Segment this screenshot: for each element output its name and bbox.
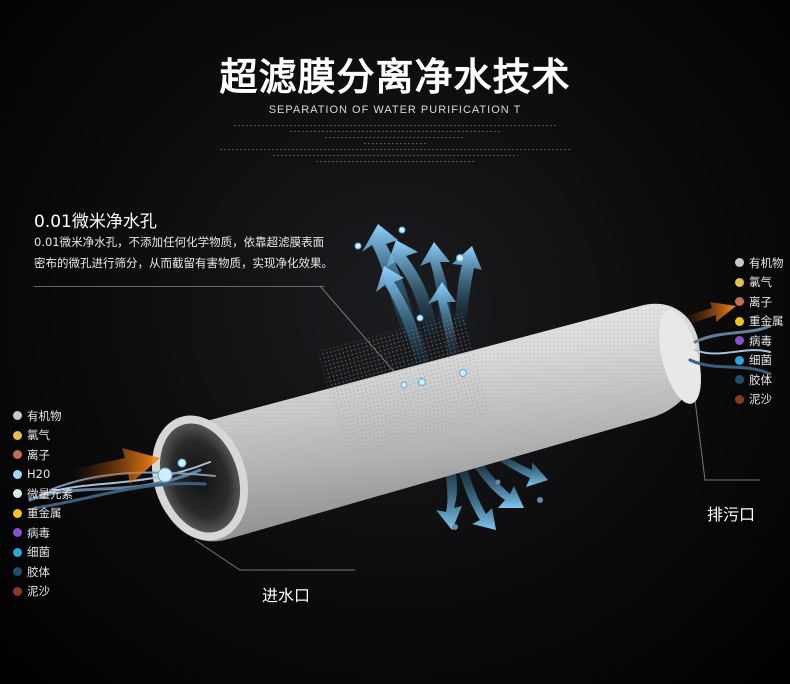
legend-item-label: 细菌 bbox=[27, 545, 50, 560]
inlet-arrow bbox=[70, 448, 160, 484]
legend-item: 病毒 bbox=[13, 523, 73, 543]
legend-item-label: 氯气 bbox=[749, 275, 772, 290]
legend-item-label: 重金属 bbox=[27, 506, 62, 521]
feature-desc-line-2: 密布的微孔进行筛分，从而截留有害物质，实现净化效果。 bbox=[34, 256, 333, 270]
particle-dot-icon bbox=[735, 336, 744, 346]
impurity-particles bbox=[452, 479, 543, 530]
feature-desc-line-1: 0.01微米净水孔，不添加任何化学物质，依靠超滤膜表面 bbox=[34, 235, 325, 249]
decorative-text-lines bbox=[220, 120, 570, 167]
legend-item-label: 胶体 bbox=[749, 372, 772, 387]
legend-item-label: 病毒 bbox=[27, 525, 50, 540]
legend-item: 氯气 bbox=[13, 426, 73, 446]
outlet-label: 排污口 bbox=[707, 505, 756, 524]
particle-dot-icon bbox=[735, 258, 744, 268]
particle-dot-icon bbox=[13, 586, 22, 596]
particle-dot-icon bbox=[13, 489, 22, 499]
particle-dot-icon bbox=[13, 411, 22, 421]
water-streams bbox=[28, 324, 772, 510]
particle-dot-icon bbox=[13, 430, 22, 440]
particle-dot-icon bbox=[735, 297, 744, 307]
particle-dot-icon bbox=[735, 355, 744, 365]
water-droplets bbox=[157, 226, 467, 483]
particle-dot-icon bbox=[735, 277, 744, 287]
page-subtitle: SEPARATION OF WATER PURIFICATION T bbox=[268, 104, 522, 116]
legend-item: 微量元素 bbox=[13, 484, 73, 504]
membrane-tube bbox=[151, 303, 701, 542]
legend-item-label: 有机物 bbox=[749, 255, 784, 270]
legend-item: 重金属 bbox=[13, 504, 73, 524]
legend-item: H20 bbox=[13, 465, 73, 485]
particle-dot-icon bbox=[13, 450, 22, 460]
particle-dot-icon bbox=[735, 375, 744, 385]
particle-dot-icon bbox=[735, 316, 744, 326]
page-title: 超滤膜分离净水技术 bbox=[219, 55, 571, 99]
feature-description: 0.01微米净水孔，不添加任何化学物质，依靠超滤膜表面 密布的微孔进行筛分，从而… bbox=[34, 232, 334, 274]
legend-item-label: 病毒 bbox=[749, 333, 772, 348]
outlet-contents-legend: 有机物氯气离子重金属病毒细菌胶体泥沙 bbox=[735, 253, 784, 409]
legend-item: 病毒 bbox=[735, 331, 784, 351]
legend-item-label: 胶体 bbox=[27, 564, 50, 579]
particle-dot-icon bbox=[13, 469, 22, 479]
legend-item: 离子 bbox=[735, 292, 784, 312]
inlet-label: 进水口 bbox=[262, 586, 311, 605]
particle-dot-icon bbox=[13, 547, 22, 557]
legend-item: 细菌 bbox=[13, 543, 73, 563]
legend-item-label: 重金属 bbox=[749, 314, 784, 329]
legend-item-label: 氯气 bbox=[27, 428, 50, 443]
legend-item-label: 细菌 bbox=[749, 353, 772, 368]
legend-item: 氯气 bbox=[735, 273, 784, 293]
feature-divider bbox=[34, 286, 324, 287]
legend-item-label: 离子 bbox=[27, 447, 50, 462]
legend-item: 泥沙 bbox=[13, 582, 73, 602]
legend-item: 胶体 bbox=[13, 562, 73, 582]
legend-item: 有机物 bbox=[735, 253, 784, 273]
particle-dot-icon bbox=[13, 508, 22, 518]
particle-dot-icon bbox=[13, 528, 22, 538]
legend-item-label: 离子 bbox=[749, 294, 772, 309]
legend-item-label: 泥沙 bbox=[749, 392, 772, 407]
legend-item: 有机物 bbox=[13, 406, 73, 426]
outlet-arrow bbox=[680, 302, 736, 326]
legend-item: 泥沙 bbox=[735, 390, 784, 410]
legend-item: 胶体 bbox=[735, 370, 784, 390]
legend-item: 重金属 bbox=[735, 312, 784, 332]
legend-item: 离子 bbox=[13, 445, 73, 465]
particle-dot-icon bbox=[735, 394, 744, 404]
legend-item: 细菌 bbox=[735, 351, 784, 371]
legend-item-label: 有机物 bbox=[27, 408, 62, 423]
feature-title: 0.01微米净水孔 bbox=[34, 212, 157, 232]
particle-dot-icon bbox=[13, 567, 22, 577]
legend-item-label: 微量元素 bbox=[27, 486, 73, 501]
inlet-contents-legend: 有机物氯气离子 H20 微量元素重金属病毒细菌胶体泥沙 bbox=[13, 406, 73, 601]
legend-item-label: H20 bbox=[27, 467, 51, 482]
legend-item-label: 泥沙 bbox=[27, 584, 50, 599]
